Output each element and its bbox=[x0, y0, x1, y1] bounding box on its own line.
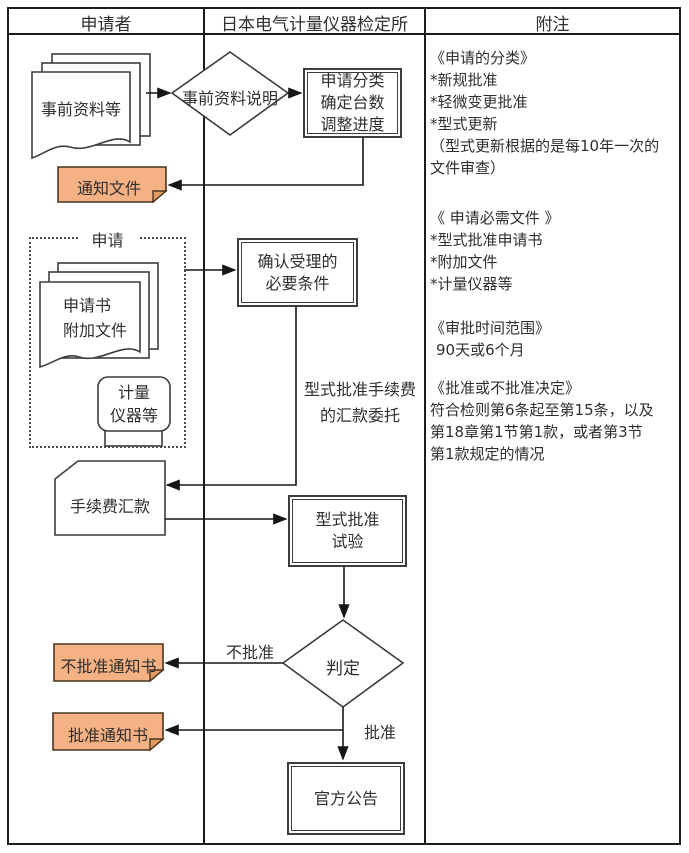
remarks-s2-title: 《 申请必需文件 》 bbox=[430, 209, 560, 227]
reject-branch-label: 不批准 bbox=[225, 643, 274, 662]
remarks-section-required-docs: 《 申请必需文件 》 *型式批准申请书 *附加文件 *计量仪器等 bbox=[430, 207, 678, 295]
judge-label: 判定 bbox=[326, 659, 360, 679]
rejection-notice-label: 不批准通知书 bbox=[60, 657, 157, 676]
remarks-s1-line1: *新规批准 bbox=[430, 71, 498, 89]
instrument-line1: 计量 bbox=[117, 383, 150, 402]
confirm-line2: 必要条件 bbox=[265, 273, 330, 293]
application-docs-label: 申请书 附加文件 bbox=[63, 293, 127, 343]
column-divider-2 bbox=[424, 7, 426, 845]
classify-line3: 调整进度 bbox=[320, 115, 385, 134]
fee-transfer-label: 型式批准手续费 的汇款委托 bbox=[294, 377, 426, 429]
remarks-section-time-range: 《审批时间范围》 90天或6个月 bbox=[430, 317, 678, 361]
header-divider bbox=[7, 33, 681, 35]
remarks-s1-line4: （型式更新根据的是每10年一次的 bbox=[430, 137, 660, 155]
approval-notice-label: 批准通知书 bbox=[67, 726, 148, 745]
confirm-line1: 确认受理的 bbox=[257, 251, 338, 271]
application-group-label: 申请 bbox=[77, 227, 138, 251]
application-group: 申请 bbox=[29, 227, 186, 448]
classify-line2: 确定台数 bbox=[320, 93, 385, 112]
test-line2: 试验 bbox=[331, 532, 364, 551]
confirm-box: 确认受理的 必要条件 bbox=[237, 238, 358, 307]
table-outer-border bbox=[7, 7, 681, 845]
pre-docs-label: 事前资料等 bbox=[40, 100, 121, 119]
classify-box: 申请分类 确定台数 调整进度 bbox=[303, 68, 402, 138]
remarks-s1-line3: *型式更新 bbox=[430, 115, 498, 133]
lane-header-remarks: 附注 bbox=[535, 15, 570, 35]
column-divider-1 bbox=[203, 7, 205, 845]
remarks-s4-line1: 符合检则第6条起至第15条，以及 bbox=[430, 401, 654, 419]
test-line1: 型式批准 bbox=[315, 510, 380, 529]
remarks-section-classification: 《申请的分类》 *新规批准 *轻微变更批准 *型式更新 （型式更新根据的是每10… bbox=[430, 47, 678, 179]
lane-header-applicant: 申请者 bbox=[80, 15, 132, 35]
remarks-section-decision: 《批准或不批准决定》 符合检则第6条起至第15条，以及 第18章第1节第1款，或… bbox=[430, 377, 678, 465]
remarks-s1-line2: *轻微变更批准 bbox=[430, 93, 528, 111]
approve-branch-label: 批准 bbox=[363, 723, 396, 742]
remarks-s1-title: 《申请的分类》 bbox=[430, 49, 536, 67]
application-docs-line2: 附加文件 bbox=[63, 321, 128, 340]
remarks-s1-line5: 文件审查） bbox=[430, 159, 506, 177]
official-announcement-box: 官方公告 bbox=[287, 762, 405, 835]
notice-doc-label: 通知文件 bbox=[76, 179, 141, 198]
instrument-line2: 仪器等 bbox=[109, 406, 158, 425]
remarks-s3-line1: 90天或6个月 bbox=[436, 341, 525, 359]
fee-transfer-line1: 型式批准手续费 bbox=[303, 380, 416, 399]
remarks-s4-line2: 第18章第1节第1款，或者第3节 bbox=[430, 423, 643, 441]
remarks-s2-line2: *附加文件 bbox=[430, 253, 498, 271]
application-docs-line1: 申请书 bbox=[63, 296, 112, 315]
type-approval-test-box: 型式批准 试验 bbox=[288, 495, 407, 567]
remarks-s2-line1: *型式批准申请书 bbox=[430, 231, 543, 249]
classify-line1: 申请分类 bbox=[320, 71, 385, 90]
instrument-label: 计量 仪器等 bbox=[98, 381, 170, 427]
fee-transfer-line2: 的汇款委托 bbox=[319, 406, 400, 425]
lane-header-institute: 日本电气计量仪器检定所 bbox=[221, 15, 408, 35]
remarks-s2-line3: *计量仪器等 bbox=[430, 275, 513, 293]
pre-explain-label: 事前资料说明 bbox=[181, 89, 278, 108]
fee-remittance-label: 手续费汇款 bbox=[69, 497, 150, 516]
remarks-s4-title: 《批准或不批准决定》 bbox=[430, 379, 581, 397]
announce-label: 官方公告 bbox=[313, 788, 378, 808]
remarks-s3-title: 《审批时间范围》 bbox=[430, 319, 551, 337]
remarks-s4-line3: 第1款规定的情况 bbox=[430, 445, 545, 463]
